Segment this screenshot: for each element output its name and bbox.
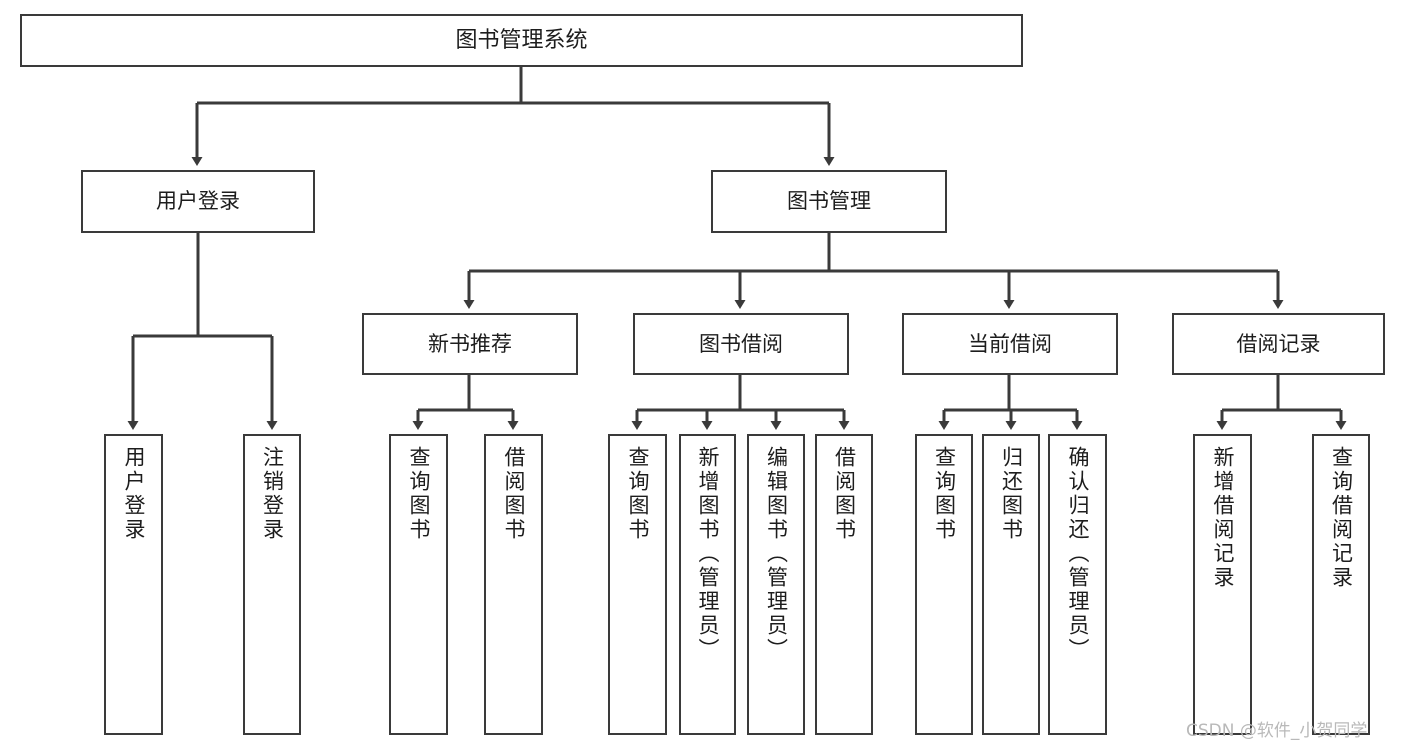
node-leaf-confirm-return-label: 确认归还（管理员） bbox=[1066, 446, 1090, 662]
node-leaf-query-borrow-record[interactable]: 查询借阅记录 bbox=[1312, 434, 1370, 735]
node-borrow-record-label: 借阅记录 bbox=[1236, 331, 1321, 356]
node-leaf-query-book-rec[interactable]: 查询图书 bbox=[389, 434, 448, 735]
node-leaf-add-borrow-record-label: 新增借阅记录 bbox=[1211, 446, 1235, 590]
node-leaf-logout-label: 注销登录 bbox=[260, 446, 285, 542]
node-new-book-recommend[interactable]: 新书推荐 bbox=[362, 313, 578, 375]
node-user-login-label: 用户登录 bbox=[156, 189, 240, 214]
node-root[interactable]: 图书管理系统 bbox=[20, 14, 1023, 67]
node-leaf-confirm-return[interactable]: 确认归还（管理员） bbox=[1048, 434, 1107, 735]
node-leaf-user-login[interactable]: 用户登录 bbox=[104, 434, 163, 735]
node-leaf-borrow-book-label: 借阅图书 bbox=[832, 446, 857, 542]
node-leaf-add-borrow-record[interactable]: 新增借阅记录 bbox=[1193, 434, 1252, 735]
node-leaf-borrow-book-rec[interactable]: 借阅图书 bbox=[484, 434, 543, 735]
node-book-management[interactable]: 图书管理 bbox=[711, 170, 947, 233]
node-leaf-return-book-label: 归还图书 bbox=[999, 446, 1024, 542]
node-leaf-query-book-borrow[interactable]: 查询图书 bbox=[608, 434, 667, 735]
node-leaf-query-book-rec-label: 查询图书 bbox=[407, 446, 431, 542]
node-leaf-logout[interactable]: 注销登录 bbox=[243, 434, 301, 735]
node-leaf-query-book-current[interactable]: 查询图书 bbox=[915, 434, 973, 735]
node-leaf-add-book[interactable]: 新增图书（管理员） bbox=[679, 434, 736, 735]
node-root-label: 图书管理系统 bbox=[455, 27, 588, 53]
node-borrow-record[interactable]: 借阅记录 bbox=[1172, 313, 1385, 375]
node-current-borrow[interactable]: 当前借阅 bbox=[902, 313, 1118, 375]
node-leaf-user-login-label: 用户登录 bbox=[122, 446, 146, 542]
node-book-management-label: 图书管理 bbox=[787, 189, 871, 214]
node-current-borrow-label: 当前借阅 bbox=[968, 331, 1052, 356]
node-leaf-edit-book-label: 编辑图书（管理员） bbox=[764, 446, 789, 662]
node-leaf-query-book-borrow-label: 查询图书 bbox=[626, 446, 650, 542]
watermark-text: CSDN @软件_小贺同学 bbox=[1186, 721, 1368, 741]
node-leaf-borrow-book-rec-label: 借阅图书 bbox=[502, 446, 526, 542]
node-leaf-borrow-book[interactable]: 借阅图书 bbox=[815, 434, 873, 735]
node-leaf-edit-book[interactable]: 编辑图书（管理员） bbox=[747, 434, 805, 735]
node-leaf-query-book-current-label: 查询图书 bbox=[932, 446, 957, 542]
node-leaf-query-borrow-record-label: 查询借阅记录 bbox=[1329, 446, 1354, 590]
node-leaf-return-book[interactable]: 归还图书 bbox=[982, 434, 1040, 735]
node-book-borrow[interactable]: 图书借阅 bbox=[633, 313, 849, 375]
node-book-borrow-label: 图书借阅 bbox=[699, 331, 783, 356]
node-user-login[interactable]: 用户登录 bbox=[81, 170, 315, 233]
node-new-book-recommend-label: 新书推荐 bbox=[428, 331, 512, 356]
node-leaf-add-book-label: 新增图书（管理员） bbox=[696, 446, 720, 662]
